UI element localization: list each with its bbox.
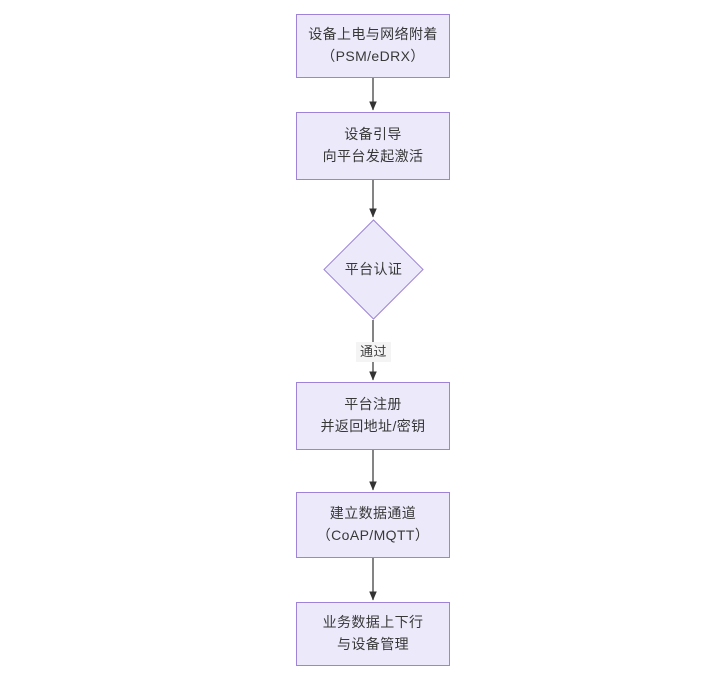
node-label-device-power-on: 设备上电与网络附着 （PSM/eDRX） [308,26,438,64]
node-device-power-on[interactable]: 设备上电与网络附着 （PSM/eDRX） [296,14,450,78]
node-label-device-bootstrap: 设备引导 向平台发起激活 [322,126,424,164]
edge-label-pass: 通过 [356,342,392,362]
node-label-platform-authentication: 平台认证 [344,261,403,277]
node-device-bootstrap[interactable]: 设备引导 向平台发起激活 [296,112,450,180]
node-platform-authentication[interactable]: 平台认证 [323,219,424,320]
node-label-establish-data-channel: 建立数据通道 （CoAP/MQTT） [316,505,430,543]
node-label-business-data-and-device-management: 业务数据上下行 与设备管理 [322,614,424,652]
node-business-data-and-device-management[interactable]: 业务数据上下行 与设备管理 [296,602,450,666]
node-establish-data-channel[interactable]: 建立数据通道 （CoAP/MQTT） [296,492,450,558]
node-label-platform-registration: 平台注册 并返回地址/密钥 [320,396,426,434]
node-platform-registration[interactable]: 平台注册 并返回地址/密钥 [296,382,450,450]
